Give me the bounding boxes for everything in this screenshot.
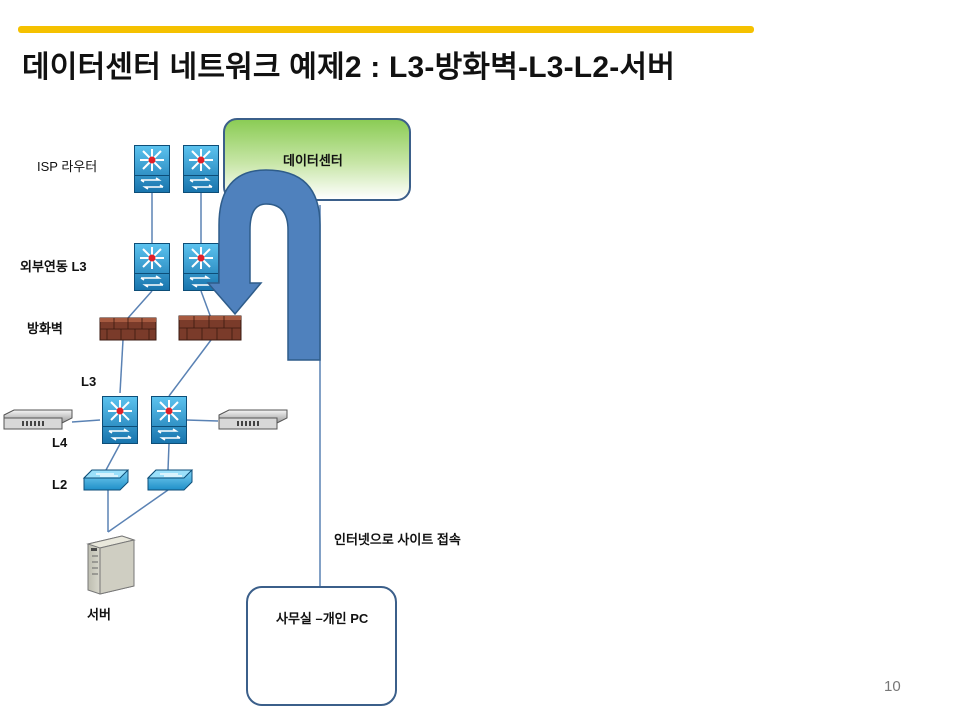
slide-title: 데이터센터 네트워크 예제2 : L3-방화벽-L3-L2-서버	[22, 51, 676, 84]
isp-router-2-icon	[183, 145, 219, 193]
l3-switch-2-icon	[151, 396, 187, 444]
l2-switch-2-icon	[146, 469, 194, 491]
server-label: 서버	[87, 607, 111, 622]
external-l3-switch-1-icon	[134, 243, 170, 291]
l3-label: L3	[81, 374, 97, 389]
title-accent-bar	[18, 26, 754, 33]
internet-access-label: 인터넷으로 사이트 접속	[334, 532, 461, 547]
page-number: 10	[884, 678, 901, 695]
isp-router-label: ISP 라우터	[37, 159, 98, 174]
l2-switch-1-icon	[82, 469, 130, 491]
datacenter-label: 데이터센터	[283, 153, 343, 168]
firewall-1-icon	[99, 317, 157, 341]
external-l3-label: 외부연동 L3	[20, 259, 87, 274]
firewall-label: 방화벽	[27, 321, 63, 336]
l4-label: L4	[52, 435, 68, 450]
office-pc-label: 사무실 –개인 PC	[276, 611, 369, 626]
traffic-return-arrow	[206, 169, 321, 361]
l4-appliance-2-icon	[218, 409, 288, 430]
l4-appliance-1-icon	[3, 409, 73, 430]
office-pc-box	[246, 586, 397, 706]
isp-router-1-icon	[134, 145, 170, 193]
l2-label: L2	[52, 477, 68, 492]
l3-switch-1-icon	[102, 396, 138, 444]
firewall-2-icon	[178, 315, 242, 341]
server-icon	[86, 535, 136, 595]
